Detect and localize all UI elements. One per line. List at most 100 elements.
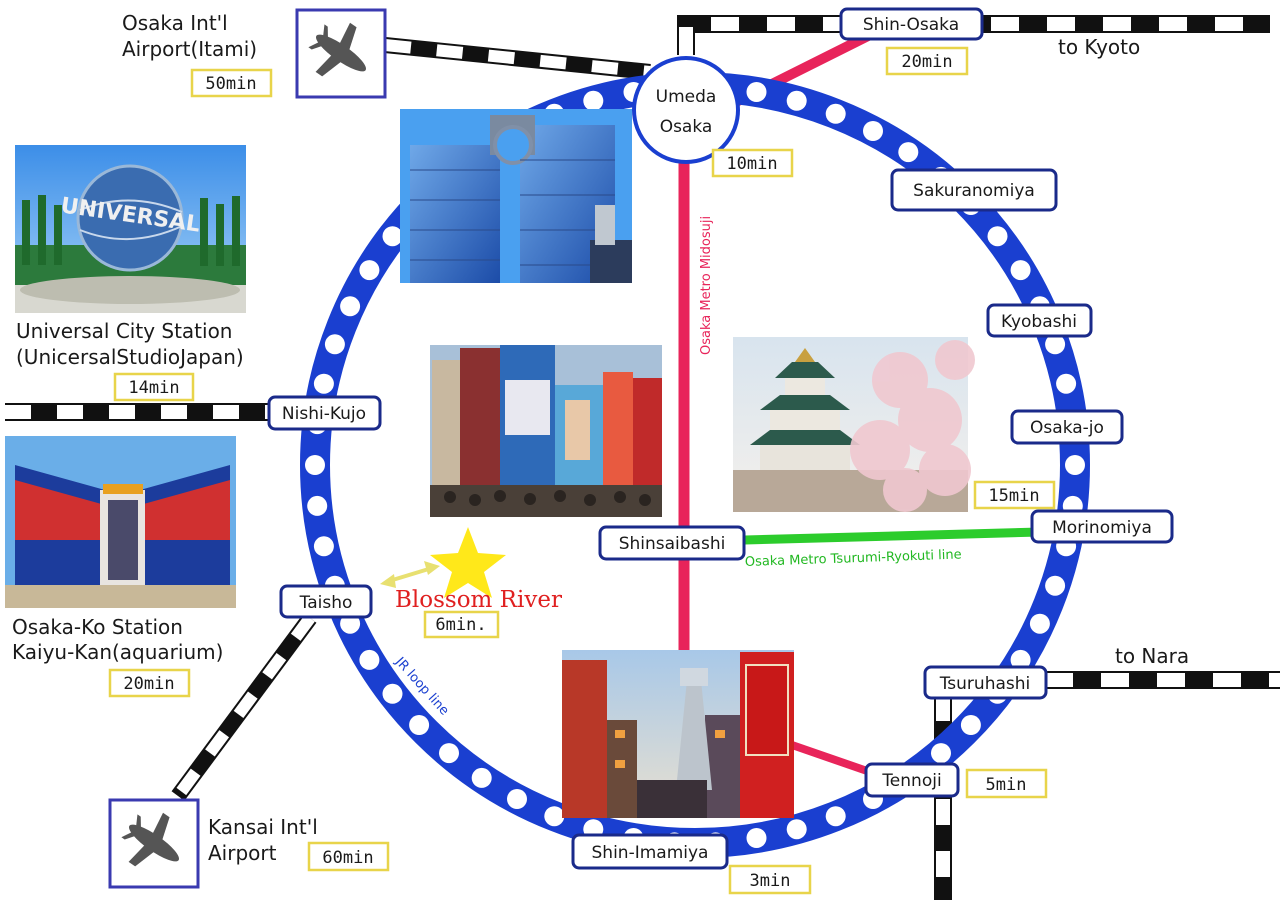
time-badge-tennoji: 5min: [965, 768, 1048, 799]
loop-dot: [746, 82, 767, 102]
kansai-airport-name-2: Airport: [208, 841, 277, 865]
umeda-sky-building-photo: [400, 109, 632, 283]
svg-text:3min: 3min: [750, 871, 791, 891]
tsutenkaku-photo: [562, 650, 794, 818]
station-label: Tennoji: [881, 771, 941, 791]
loop-dot: [340, 296, 361, 317]
svg-text:6min.: 6min.: [435, 615, 486, 635]
loop-dot: [382, 683, 403, 704]
aquarium-station-subtitle: Kaiyu-Kan(aquarium): [12, 640, 223, 664]
station-shin-imamiya[interactable]: Shin-Imamiya: [571, 833, 729, 870]
loop-dot: [1010, 260, 1031, 281]
loop-dot: [409, 715, 430, 735]
loop-dot: [987, 226, 1008, 247]
loop-dot: [313, 536, 334, 557]
loop-dot: [324, 334, 345, 355]
direction-arrow: [380, 561, 440, 588]
time-badge-taisho: 6min.: [423, 610, 500, 639]
umeda-osaka-hub[interactable]: Umeda Osaka: [632, 56, 740, 164]
tsurumi-ryokuti-line: [744, 527, 1041, 545]
station-tennoji[interactable]: Tennoji: [864, 762, 960, 798]
loop-dot: [960, 715, 981, 735]
itami-airport-name-1: Osaka Int'l: [122, 11, 228, 35]
tennoji-connector: [790, 741, 872, 776]
loop-dot: [583, 90, 604, 111]
station-label: Shin-Imamiya: [592, 843, 709, 863]
loop-dot: [305, 455, 325, 475]
svg-text:5min: 5min: [986, 775, 1027, 795]
railway-to-kyoto: [677, 15, 1270, 55]
time-badge-usj: 14min: [113, 372, 195, 402]
loop-dot: [825, 103, 846, 124]
loop-dot: [1010, 649, 1031, 670]
time-badge-kansai: 60min: [307, 841, 390, 872]
loop-dot: [898, 142, 919, 163]
kaiyukan-aquarium-photo: [5, 436, 236, 608]
loop-dot: [1045, 334, 1066, 355]
loop-dot: [746, 828, 767, 848]
loop-dot: [507, 789, 527, 809]
hub-name-umeda: Umeda: [656, 87, 717, 107]
station-label: Nishi-Kujo: [282, 404, 366, 424]
station-nishi-kujo[interactable]: Nishi-Kujo: [267, 395, 382, 431]
osaka-castle-photo: [733, 337, 975, 512]
dotonbori-photo: [430, 345, 662, 517]
station-morinomiya[interactable]: Morinomiya: [1030, 509, 1174, 544]
loop-dot: [359, 649, 380, 670]
loop-dot: [313, 373, 334, 394]
station-tsuruhashi[interactable]: Tsuruhashi: [923, 665, 1048, 700]
midosuji-line-label: Osaka Metro Midosuji: [699, 216, 714, 355]
station-label: Kyobashi: [1001, 312, 1077, 332]
svg-text:60min: 60min: [322, 848, 373, 868]
railway-to-kansai: [171, 613, 317, 801]
aquarium-station-name: Osaka-Ko Station: [12, 615, 183, 639]
svg-text:15min: 15min: [988, 486, 1039, 506]
loop-dot: [340, 613, 361, 634]
loop-dot: [931, 743, 951, 764]
loop-dot: [307, 495, 328, 516]
time-badge-umeda: 10min: [711, 148, 794, 178]
loop-dot: [439, 743, 459, 764]
station-osaka-jo[interactable]: Osaka-jo: [1010, 409, 1124, 445]
loop-dot: [1065, 455, 1085, 475]
kansai-airport-icon: [108, 798, 200, 889]
station-taisho[interactable]: Taisho: [279, 584, 373, 619]
loop-dot: [1045, 575, 1066, 596]
loop-dot: [471, 767, 492, 788]
station-label: Sakuranomiya: [913, 181, 1035, 201]
loop-dot: [825, 806, 846, 827]
usj-station-subtitle: (UnicersalStudioJapan): [16, 345, 244, 369]
station-shinsaibashi[interactable]: Shinsaibashi: [598, 525, 746, 561]
station-label: Taisho: [299, 593, 353, 613]
railway-to-itami: [384, 37, 651, 80]
station-label: Shinsaibashi: [619, 534, 726, 554]
svg-text:20min: 20min: [901, 52, 952, 72]
time-badge-shin-osaka: 20min: [885, 46, 969, 76]
station-label: Osaka-jo: [1030, 418, 1104, 438]
time-badge-osaka-jo: 15min: [973, 480, 1056, 510]
hotel-name: Blossom River: [395, 587, 562, 613]
svg-text:50min: 50min: [205, 74, 256, 94]
itami-airport-icon: [295, 8, 387, 99]
usj-station-name: Universal City Station: [16, 319, 232, 343]
itami-airport-name-2: Airport(Itami): [122, 37, 257, 61]
station-shin-osaka[interactable]: Shin-Osaka: [839, 7, 984, 41]
loop-dot: [544, 806, 565, 827]
hub-name-osaka: Osaka: [660, 117, 713, 137]
station-sakuranomiya[interactable]: Sakuranomiya: [890, 168, 1058, 212]
loop-dot: [786, 819, 807, 840]
station-kyobashi[interactable]: Kyobashi: [986, 303, 1093, 338]
destination-nara: to Nara: [1115, 644, 1189, 668]
loop-dot: [359, 260, 380, 281]
svg-text:20min: 20min: [123, 674, 174, 694]
svg-text:14min: 14min: [128, 378, 179, 398]
time-badge-itami: 50min: [190, 68, 273, 98]
kansai-airport-name-1: Kansai Int'l: [208, 815, 318, 839]
usj-photo: UNIVERSAL: [15, 145, 246, 313]
loop-dot: [1029, 613, 1050, 634]
time-badge-aquarium: 20min: [108, 668, 191, 698]
destination-kyoto: to Kyoto: [1058, 35, 1140, 59]
time-badge-shin-imamiya: 3min: [728, 864, 812, 895]
station-label: Tsuruhashi: [939, 674, 1031, 694]
